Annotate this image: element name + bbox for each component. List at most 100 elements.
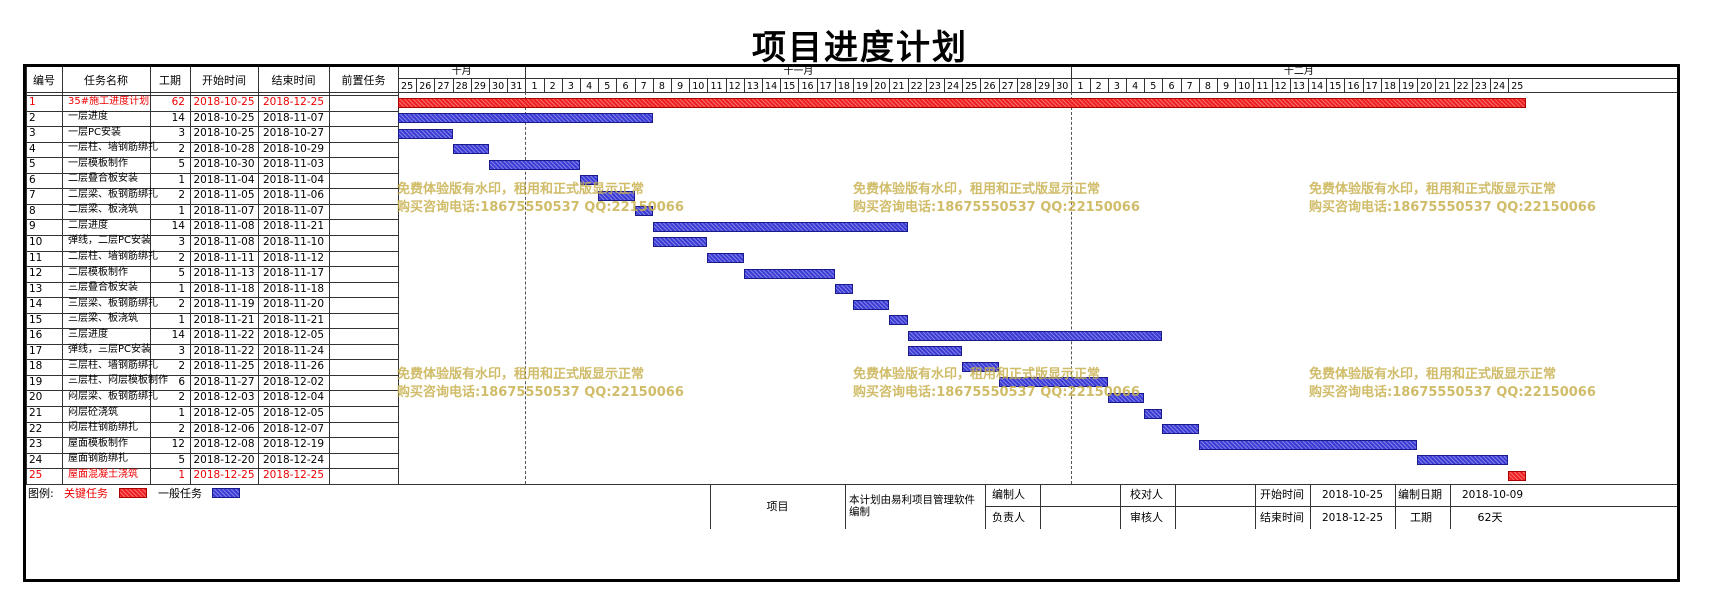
day-label: 3 — [567, 81, 574, 92]
task-bar[interactable] — [907, 346, 963, 357]
day-label: 5 — [604, 81, 611, 92]
day-label: 22 — [910, 81, 923, 92]
task-bar[interactable] — [580, 175, 599, 186]
day-label: 18 — [837, 81, 850, 92]
footer-divider — [1450, 484, 1451, 529]
month-row-divider — [398, 78, 1677, 79]
month-label: 十一月 — [783, 66, 814, 77]
task-duration: 5 — [178, 158, 185, 171]
task-duration: 5 — [178, 267, 185, 280]
footer-divider — [710, 484, 711, 529]
task-start: 2018-12-08 — [193, 438, 255, 451]
task-bar[interactable] — [834, 284, 853, 295]
task-name: 屋面钢筋绑扎 — [68, 453, 128, 465]
table-row-line — [26, 235, 398, 236]
table-row-line — [26, 111, 398, 112]
task-name: 二层梁、板钢筋绑扎 — [68, 188, 158, 200]
task-end: 2018-11-21 — [262, 220, 325, 233]
day-divider — [780, 78, 781, 92]
task-end: 2018-11-12 — [262, 251, 325, 264]
task-bar[interactable] — [634, 206, 653, 217]
watermark: 免费体验版有水印，租用和正式版显示正常购买咨询电话:18675550537 QQ… — [853, 366, 1140, 402]
day-divider — [707, 78, 708, 92]
day-label: 24 — [1493, 81, 1506, 92]
task-name: 二层进度 — [68, 219, 108, 231]
task-duration: 2 — [178, 298, 185, 311]
task-name: 三层梁、板钢筋绑扎 — [68, 297, 158, 309]
day-divider — [525, 78, 526, 92]
task-bar[interactable] — [907, 330, 1163, 341]
end-time-value: 2018-12-25 — [1321, 512, 1384, 524]
day-label: 16 — [1347, 81, 1360, 92]
day-label: 30 — [1056, 81, 1069, 92]
task-bar[interactable] — [598, 190, 635, 201]
task-name: 二层模板制作 — [68, 266, 128, 278]
task-bar[interactable] — [1198, 439, 1418, 450]
watermark-line: 购买咨询电话:18675550537 QQ:22150066 — [1309, 200, 1596, 215]
watermark: 免费体验版有水印，租用和正式版显示正常购买咨询电话:18675550537 QQ… — [1309, 366, 1596, 402]
day-label: 21 — [1438, 81, 1451, 92]
software-note: 本计划由易利项目管理软件编制 — [849, 494, 975, 518]
compile-date-label: 编制日期 — [1398, 488, 1442, 501]
task-duration: 3 — [178, 344, 185, 357]
table-row-line — [26, 173, 398, 174]
task-bar[interactable] — [707, 253, 744, 263]
task-bar[interactable] — [743, 268, 835, 279]
day-divider — [1417, 78, 1418, 92]
table-row-line — [26, 282, 398, 283]
task-bar[interactable] — [962, 361, 999, 372]
task-bar[interactable] — [1162, 424, 1199, 435]
table-row-line — [26, 266, 398, 267]
critical-task-bar[interactable] — [1508, 470, 1527, 481]
task-id: 11 — [29, 251, 43, 264]
task-bar[interactable] — [652, 237, 708, 248]
task-name: 二层梁、板浇筑 — [68, 204, 138, 216]
task-name: 三层柱、墙钢筋绑扎 — [68, 359, 158, 371]
task-bar[interactable] — [652, 221, 908, 232]
task-end: 2018-11-07 — [262, 204, 325, 217]
watermark-line: 购买咨询电话:18675550537 QQ:22150066 — [853, 200, 1140, 215]
task-start: 2018-11-19 — [193, 298, 255, 311]
day-divider — [671, 78, 672, 92]
footer-divider — [1175, 484, 1176, 529]
task-bar[interactable] — [1417, 455, 1509, 466]
task-bar[interactable] — [998, 377, 1108, 388]
duration-value: 62天 — [1477, 511, 1503, 524]
checker-label: 校对人 — [1130, 488, 1163, 501]
legend-normal-label: 一般任务 — [158, 487, 202, 500]
column-header: 任务名称 — [84, 74, 128, 87]
task-id: 13 — [29, 282, 43, 295]
task-duration: 62 — [171, 96, 185, 108]
task-end: 2018-12-25 — [262, 96, 325, 108]
table-row-line — [26, 251, 398, 252]
task-bar[interactable] — [398, 113, 653, 124]
task-name: 三层进度 — [68, 328, 108, 340]
day-label: 21 — [892, 81, 905, 92]
task-bar[interactable] — [1107, 392, 1145, 403]
task-bar[interactable] — [1144, 408, 1163, 419]
column-divider — [398, 67, 399, 484]
task-bar[interactable] — [398, 128, 453, 139]
task-duration: 12 — [171, 438, 185, 451]
column-divider — [258, 67, 259, 484]
task-name: 弹线，三层PC安装 — [68, 344, 152, 356]
column-header: 结束时间 — [271, 74, 316, 87]
day-label: 3 — [1113, 81, 1120, 92]
day-divider — [889, 78, 890, 92]
day-label: 18 — [1383, 81, 1396, 92]
task-bar[interactable] — [452, 144, 489, 155]
day-label: 1 — [531, 81, 538, 92]
task-bar[interactable] — [853, 299, 890, 310]
task-duration: 1 — [178, 173, 185, 186]
task-end: 2018-11-20 — [262, 298, 325, 311]
task-end: 2018-10-27 — [262, 127, 325, 140]
task-name: 三层梁、板浇筑 — [68, 313, 138, 325]
task-bar[interactable] — [889, 315, 908, 326]
critical-task-bar[interactable] — [398, 97, 1527, 108]
task-bar[interactable] — [489, 159, 580, 170]
task-end: 2018-11-10 — [262, 235, 325, 248]
column-divider — [190, 67, 191, 484]
month-separator-line — [1071, 92, 1072, 484]
day-label: 12 — [1274, 81, 1287, 92]
task-start: 2018-11-11 — [193, 251, 255, 264]
